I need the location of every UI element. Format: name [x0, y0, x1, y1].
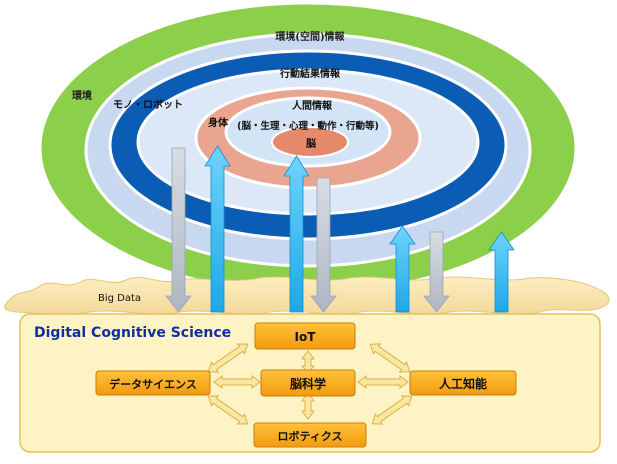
arrow-down-3 [423, 231, 450, 313]
connector-datasci-brain [213, 375, 261, 389]
box-ai-label: 人工知能 [439, 376, 487, 391]
label-body: 身体 [208, 116, 229, 129]
box-iot: IoT [254, 322, 356, 350]
dcs-title: Digital Cognitive Science [34, 325, 231, 341]
connector-brain-robotics [301, 392, 315, 420]
label-brain: 脳 [306, 138, 316, 150]
label-action-info: 行動結果情報 [279, 67, 341, 80]
arrow-up-3 [389, 225, 416, 313]
bigdata-label: Big Data [98, 293, 141, 304]
panel-connectors [207, 343, 413, 425]
box-robotics: ロボティクス [253, 422, 367, 448]
label-human-info: 人間情報 [292, 99, 333, 112]
label-environment: 環境 [72, 89, 92, 102]
connector-brain-ai [357, 375, 409, 389]
connector-datasci-robotics [207, 395, 249, 425]
connector-iot-datasci [207, 343, 249, 373]
box-ai: 人工知能 [409, 370, 517, 396]
vertical-arrows [165, 145, 515, 313]
box-data-science: データサイエンス [95, 370, 211, 396]
arrow-down-1 [165, 147, 192, 313]
label-body-detail: (脳・生理・心理・動作・行動等) [237, 120, 379, 132]
box-brain-science: 脳科学 [260, 369, 356, 397]
bigdata-cloud [3, 276, 610, 316]
box-brain-science-label: 脳科学 [290, 376, 326, 391]
arrow-down-2 [310, 177, 337, 313]
ring-brain [271, 126, 349, 158]
arrow-up-2 [283, 155, 310, 313]
arrow-up-4 [488, 231, 515, 313]
box-robotics-label: ロボティクス [277, 429, 342, 443]
label-robot: モノ・ロボット [113, 98, 183, 111]
box-iot-label: IoT [295, 330, 317, 344]
connector-iot-ai [369, 343, 411, 373]
label-environment-info: 環境(空間)情報 [275, 30, 345, 43]
arrow-up-1 [204, 145, 231, 313]
box-data-science-label: データサイエンス [109, 377, 197, 391]
connector-ai-robotics [371, 395, 413, 425]
